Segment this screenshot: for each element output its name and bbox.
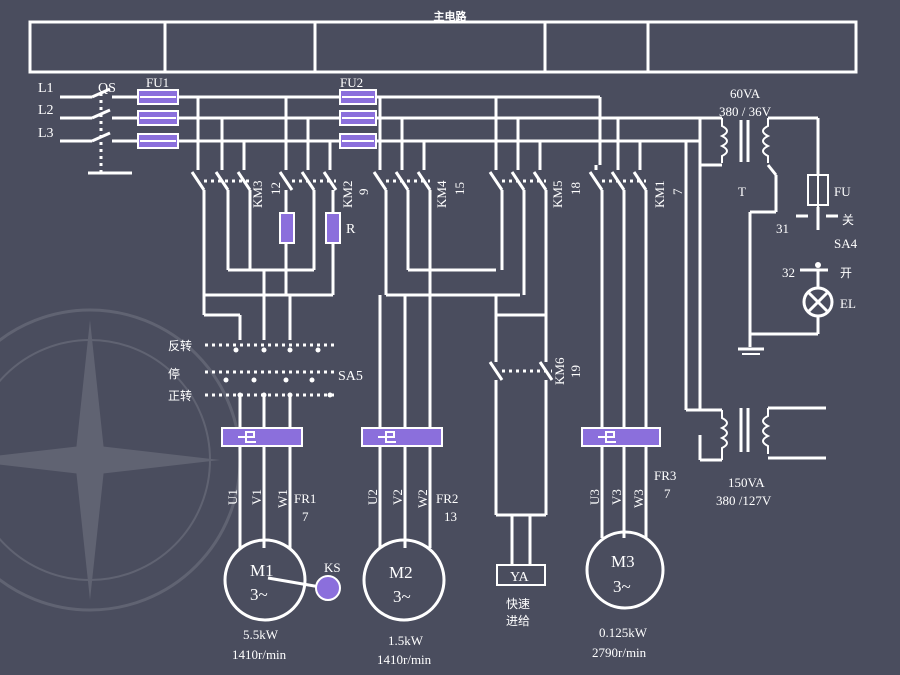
thermal-relays (221, 427, 661, 447)
label-m3-phase: 3~ (613, 577, 631, 596)
label-fu2: FU2 (340, 75, 363, 90)
label-t2-ratio: 380 /127V (716, 493, 772, 508)
header-box (28, 20, 858, 74)
label-w1: W1 (275, 489, 290, 508)
label-m1-power: 5.5kW (243, 627, 279, 642)
label-t2-rating: 150VA (728, 475, 765, 490)
label-r: R (346, 222, 356, 237)
drop-lines (196, 97, 642, 170)
m3-wiring (600, 190, 648, 428)
ya-wiring: KM6 19 (488, 190, 583, 565)
motor-m1: M1 3~ KS 5.5kW 1410r/min (223, 538, 341, 662)
label-fu: FU (834, 184, 851, 199)
label-m3-speed: 2790r/min (592, 645, 647, 660)
label-l2: L2 (38, 103, 54, 118)
label-m1-speed: 1410r/min (232, 647, 287, 662)
label-ya-desc1: 快速 (506, 597, 530, 611)
fuse-fu1 (137, 89, 179, 149)
label-fr2: FR2 (436, 491, 458, 506)
label-m2-phase: 3~ (393, 587, 411, 606)
label-v3: V3 (609, 489, 624, 505)
compass-watermark (0, 308, 242, 612)
label-km4: KM4 (434, 180, 449, 208)
m2-wiring (378, 190, 520, 428)
diagram-title: 主电路 (434, 9, 468, 23)
lamp-circuit: FU 关 31 SA4 32 开 EL (750, 170, 858, 336)
label-km4-num: 15 (452, 182, 467, 195)
label-u2: U2 (365, 489, 380, 505)
label-v2: V2 (390, 489, 405, 505)
label-m1: M1 (250, 561, 274, 580)
label-l1: L1 (38, 81, 54, 96)
label-km5-num: 18 (568, 182, 583, 195)
transformer-150va: 150VA 380 /127V (684, 141, 826, 508)
label-km2: KM2 (340, 181, 355, 208)
label-fr1: FR1 (294, 491, 316, 506)
label-31: 31 (776, 221, 789, 236)
label-w2: W2 (415, 489, 430, 508)
label-fr3: FR3 (654, 468, 676, 483)
motor-m2: M2 3~ 1.5kW 1410r/min (362, 538, 446, 667)
contactor-contacts (190, 171, 648, 191)
label-sa5: SA5 (338, 369, 363, 384)
switch-sa5: 反转 停 正转 SA5 (168, 338, 363, 428)
label-u1: U1 (225, 489, 240, 505)
label-guan: 关 (842, 213, 854, 227)
label-m2-power: 1.5kW (388, 633, 424, 648)
terminal-labels: U1 V1 W1 FR1 7 U2 V2 W2 FR2 13 U3 V3 W3 … (225, 468, 676, 524)
label-v1: V1 (249, 489, 264, 505)
main-bus (178, 95, 722, 167)
solenoid-ya: YA 快速 进给 (496, 564, 546, 628)
label-el: EL (840, 296, 856, 311)
label-zhengzhuan: 正转 (168, 388, 192, 403)
resistor-r: R (279, 190, 356, 244)
label-km2-num: 9 (356, 189, 371, 196)
label-fanzhuan: 反转 (168, 338, 192, 353)
label-km3: KM3 (250, 181, 265, 208)
label-m3-power: 0.125kW (599, 625, 648, 640)
label-t1-ratio: 380 / 36V (719, 104, 772, 119)
switch-qs (60, 87, 140, 175)
label-u3: U3 (587, 489, 602, 505)
label-m2-speed: 1410r/min (377, 652, 432, 667)
label-t: T (738, 184, 746, 199)
label-w3: W3 (631, 489, 646, 508)
label-t1-rating: 60VA (730, 86, 761, 101)
label-fr3-num: 7 (664, 486, 671, 501)
label-sa4: SA4 (834, 236, 858, 251)
label-32: 32 (782, 265, 795, 280)
label-fu1: FU1 (146, 75, 169, 90)
label-fr1-num: 7 (302, 509, 309, 524)
m1-wiring (202, 190, 335, 340)
label-l3: L3 (38, 126, 54, 141)
motor-leads (238, 446, 648, 548)
label-km1: KM1 (652, 181, 667, 208)
label-m1-phase: 3~ (250, 585, 268, 604)
label-km3-num: 12 (268, 182, 283, 195)
label-m3: M3 (611, 552, 635, 571)
label-ting: 停 (168, 366, 180, 381)
label-ya-desc2: 进给 (506, 614, 530, 628)
transformer-t: 60VA 380 / 36V T (719, 86, 820, 355)
label-ya: YA (510, 570, 530, 585)
label-kai: 开 (840, 266, 852, 280)
label-fr2-num: 13 (444, 509, 457, 524)
label-km1-num: 7 (670, 188, 685, 195)
fuse-fu2 (339, 89, 377, 149)
contactor-labels: KM3 12 KM2 9 KM4 15 KM5 18 KM1 7 (250, 180, 685, 208)
motor-m3: M3 3~ 0.125kW 2790r/min (585, 530, 665, 660)
label-km6: KM6 (552, 357, 567, 385)
label-km5: KM5 (550, 181, 565, 208)
label-km6-num: 19 (568, 365, 583, 378)
label-ks: KS (324, 560, 341, 575)
label-m2: M2 (389, 563, 413, 582)
